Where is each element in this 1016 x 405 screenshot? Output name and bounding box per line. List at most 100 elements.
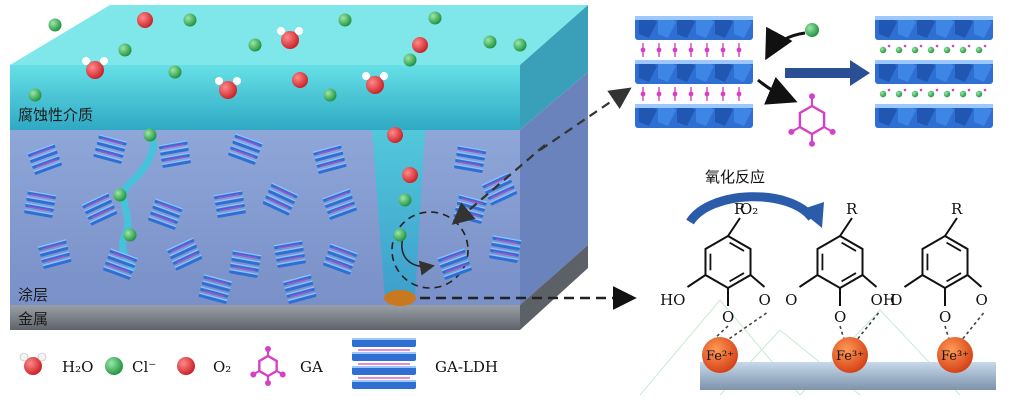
ldh-particle <box>229 250 262 278</box>
chloride-ion <box>118 43 132 57</box>
substituent-r-label: R <box>734 200 746 218</box>
ldh-with-chloride <box>875 16 993 128</box>
ldh-particle <box>24 190 57 218</box>
ga-iron-complex: R O O OH Fe³⁺ <box>785 200 896 373</box>
bottom-oxygen-label: O <box>939 308 951 326</box>
chloride-ion <box>428 11 442 25</box>
coating-block <box>10 5 588 330</box>
chloride-ion <box>483 35 497 49</box>
iron-ion <box>832 337 868 373</box>
chloride-entry-arrow <box>765 26 806 61</box>
ldh-particle <box>166 237 203 271</box>
ldh-particle <box>213 190 246 218</box>
water-molecule <box>82 57 108 79</box>
ldh-particle <box>27 143 62 175</box>
legend-oxygen-label: O₂ <box>213 358 231 376</box>
ldh-particle <box>323 243 358 275</box>
ga-iron-complex: R HO O O Fe²⁺ <box>660 200 771 373</box>
legend-ga-ldh-icon <box>352 338 416 389</box>
left-hydroxyl-label: HO <box>660 291 685 309</box>
chloride-ion <box>248 38 262 52</box>
left-hydroxyl-label: O <box>785 291 797 309</box>
iron-ion-label: Fe³⁺ <box>836 349 864 364</box>
coating-crack <box>119 128 157 272</box>
ldh-particle <box>158 140 191 168</box>
ldh-ion-exchange-panel <box>635 16 993 147</box>
chloride-ion <box>123 228 137 242</box>
legend-ga-icon <box>250 346 286 386</box>
ldh-particle <box>81 192 118 226</box>
chloride-ion <box>393 228 407 242</box>
ldh-particle <box>93 134 128 164</box>
dashed-arrow-from-ldh <box>451 144 546 225</box>
legend-ga-ldh-label: GA-LDH <box>435 358 498 376</box>
ldh-with-ga <box>635 16 753 128</box>
bottom-oxygen-label: O <box>722 308 734 326</box>
ldh-particle <box>37 239 72 269</box>
legend-water-icon <box>19 352 47 375</box>
ldh-particle <box>282 274 317 304</box>
right-oxygen-label: O <box>976 291 988 309</box>
legend-water-label: H₂O <box>62 358 93 376</box>
coating-front-face <box>10 130 520 305</box>
metal-front-face <box>10 305 520 330</box>
ldh-particles-in-coating <box>24 133 522 304</box>
ldh-particle <box>228 133 263 165</box>
legend-chloride-label: Cl⁻ <box>132 358 156 376</box>
iron-ion-label: Fe²⁺ <box>706 349 734 364</box>
oxygen-molecule <box>412 37 428 53</box>
ldh-particle <box>273 240 306 268</box>
ldh-particle <box>312 144 347 174</box>
chloride-ion <box>338 13 352 27</box>
chloride-ion <box>113 188 127 202</box>
ldh-particle <box>103 248 138 280</box>
chloride-ion <box>143 128 157 142</box>
water-molecule <box>215 77 241 99</box>
substituent-r-label: R <box>846 200 858 218</box>
oxygen-molecule <box>137 12 153 28</box>
oxidation-arrowhead <box>800 202 824 228</box>
chloride-ion <box>28 88 42 102</box>
ldh-particle <box>489 235 522 263</box>
legend-ga-hexagon <box>250 346 286 386</box>
ldh-particle <box>454 145 487 173</box>
corrosion-spot <box>384 290 416 306</box>
dashed-highlight-circle <box>391 211 469 289</box>
legend-oxygen-icon <box>177 357 195 375</box>
left-hydroxyl-label: O <box>890 291 902 309</box>
iron-ion-label: Fe³⁺ <box>941 349 969 364</box>
dashed-arrow-to-ldh-panel <box>539 87 632 151</box>
ga-release-arrow <box>757 76 798 105</box>
metal-label: 金属 <box>18 310 48 328</box>
bottom-oxygen-label: O <box>834 308 846 326</box>
metal-side-face <box>520 245 588 330</box>
medium-side-face <box>520 5 588 130</box>
ldh-particle <box>198 274 233 304</box>
chloride-ion <box>168 65 182 79</box>
legend-chloride-icon <box>105 357 123 375</box>
chloride-ion <box>398 193 412 207</box>
coating-label: 涂层 <box>18 286 48 304</box>
right-oxygen-label: OH <box>871 291 896 309</box>
oxygen-molecule <box>387 127 403 143</box>
chloride-ion <box>403 53 417 67</box>
iron-ion <box>937 337 973 373</box>
o2-reactant-label: O₂ <box>740 200 758 218</box>
iron-ion <box>702 337 738 373</box>
medium-molecules <box>28 11 527 242</box>
chloride-ion <box>48 18 62 32</box>
water-molecule <box>277 27 303 49</box>
corrosive-medium-label: 腐蚀性介质 <box>18 106 93 124</box>
oxygen-molecule <box>402 167 418 183</box>
right-oxygen-label: O <box>759 291 771 309</box>
substituent-r-label: R <box>951 200 963 218</box>
ldh-particle <box>322 188 357 220</box>
legend: H₂O Cl⁻ O₂ GA GA-LDH <box>19 338 498 389</box>
oxidation-reaction-label: 氧化反应 <box>705 168 765 186</box>
legend-ga-label: GA <box>300 358 323 376</box>
incoming-chloride-ion <box>805 23 819 37</box>
chloride-ion <box>323 88 337 102</box>
oxidation-arrow <box>686 192 816 225</box>
